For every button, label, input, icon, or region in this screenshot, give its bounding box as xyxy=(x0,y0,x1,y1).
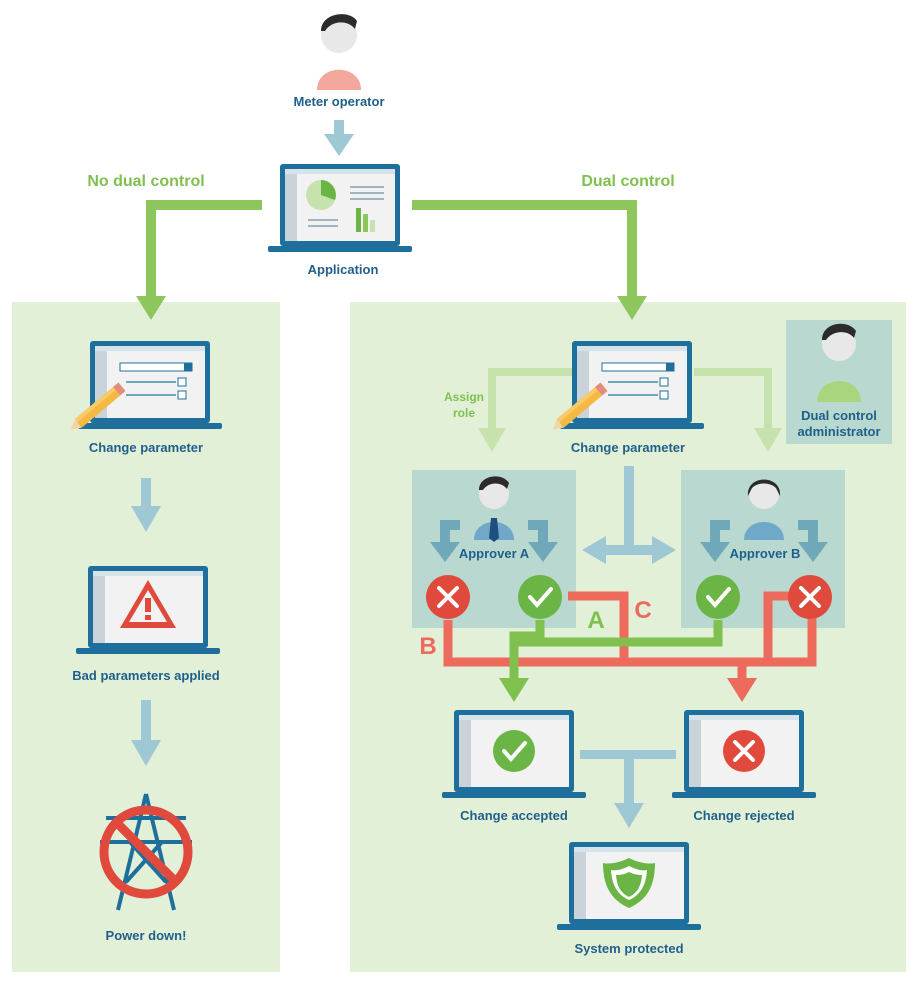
system-protected-label: System protected xyxy=(574,941,684,956)
approver-b-reject-icon xyxy=(788,575,832,619)
check-icon xyxy=(493,730,535,772)
no-sign-icon xyxy=(99,805,193,899)
bad-parameters-laptop-icon xyxy=(76,566,220,654)
power-down-label: Power down! xyxy=(105,928,187,943)
approver-a-accept-icon xyxy=(518,575,562,619)
approver-b-decision-arrows xyxy=(700,520,828,562)
left-arrow-1 xyxy=(131,478,161,532)
path-a-label: A xyxy=(587,607,605,634)
left-change-parameter-laptop-icon xyxy=(70,341,222,430)
left-change-parameter-label: Change parameter xyxy=(88,440,204,455)
right-change-parameter-laptop-icon xyxy=(552,341,704,430)
approver-a-label: Approver A xyxy=(458,546,530,561)
cross-icon xyxy=(723,730,765,772)
warning-icon xyxy=(120,580,176,628)
admin-label-line2: administrator xyxy=(797,424,881,439)
assign-role-label-line1: Assign xyxy=(443,390,484,404)
dual-control-label: Dual control xyxy=(581,173,675,190)
meter-operator-person-icon xyxy=(317,14,361,90)
right-change-parameter-label: Change parameter xyxy=(570,440,686,455)
change-rejected-label: Change rejected xyxy=(693,808,795,823)
path-c-label: C xyxy=(634,597,652,624)
path-a-line xyxy=(509,620,723,680)
to-system-protected-arrow xyxy=(580,750,676,828)
change-rejected-laptop-icon xyxy=(672,710,816,798)
dual-control-admin-person-icon xyxy=(817,323,861,402)
change-accepted-label: Change accepted xyxy=(460,808,568,823)
pie-chart-icon xyxy=(306,180,336,210)
approver-b-accept-icon xyxy=(696,575,740,619)
shield-icon xyxy=(603,858,655,908)
approver-a-reject-icon xyxy=(426,575,470,619)
to-accepted-arrowhead xyxy=(499,678,529,702)
application-label: Application xyxy=(307,262,379,277)
approver-b-label: Approver B xyxy=(729,546,801,561)
approver-b-person-icon xyxy=(744,479,784,540)
no-dual-control-arrow xyxy=(136,200,262,320)
admin-label-line1: Dual control xyxy=(801,408,877,423)
path-b-label: B xyxy=(419,633,437,660)
pencil-icon xyxy=(70,382,126,430)
assign-role-label-line2: role xyxy=(452,406,475,420)
dual-control-arrow xyxy=(412,200,647,320)
meter-operator-label: Meter operator xyxy=(293,94,385,109)
operator-to-application-arrow xyxy=(324,120,354,156)
power-tower-icon xyxy=(99,793,193,911)
to-rejected-arrowhead xyxy=(727,678,757,702)
pencil-icon xyxy=(552,382,608,430)
bad-parameters-label: Bad parameters applied xyxy=(72,668,220,683)
approver-a-person-icon xyxy=(474,476,514,542)
no-dual-control-label: No dual control xyxy=(87,173,205,190)
left-arrow-2 xyxy=(131,700,161,766)
system-protected-laptop-icon xyxy=(557,842,701,930)
path-b-line xyxy=(443,618,817,680)
approver-a-decision-arrows xyxy=(430,520,558,562)
distribution-arrow xyxy=(582,466,676,564)
change-accepted-laptop-icon xyxy=(442,710,586,798)
assign-role-arrows xyxy=(478,368,782,452)
application-laptop-icon xyxy=(268,164,412,252)
